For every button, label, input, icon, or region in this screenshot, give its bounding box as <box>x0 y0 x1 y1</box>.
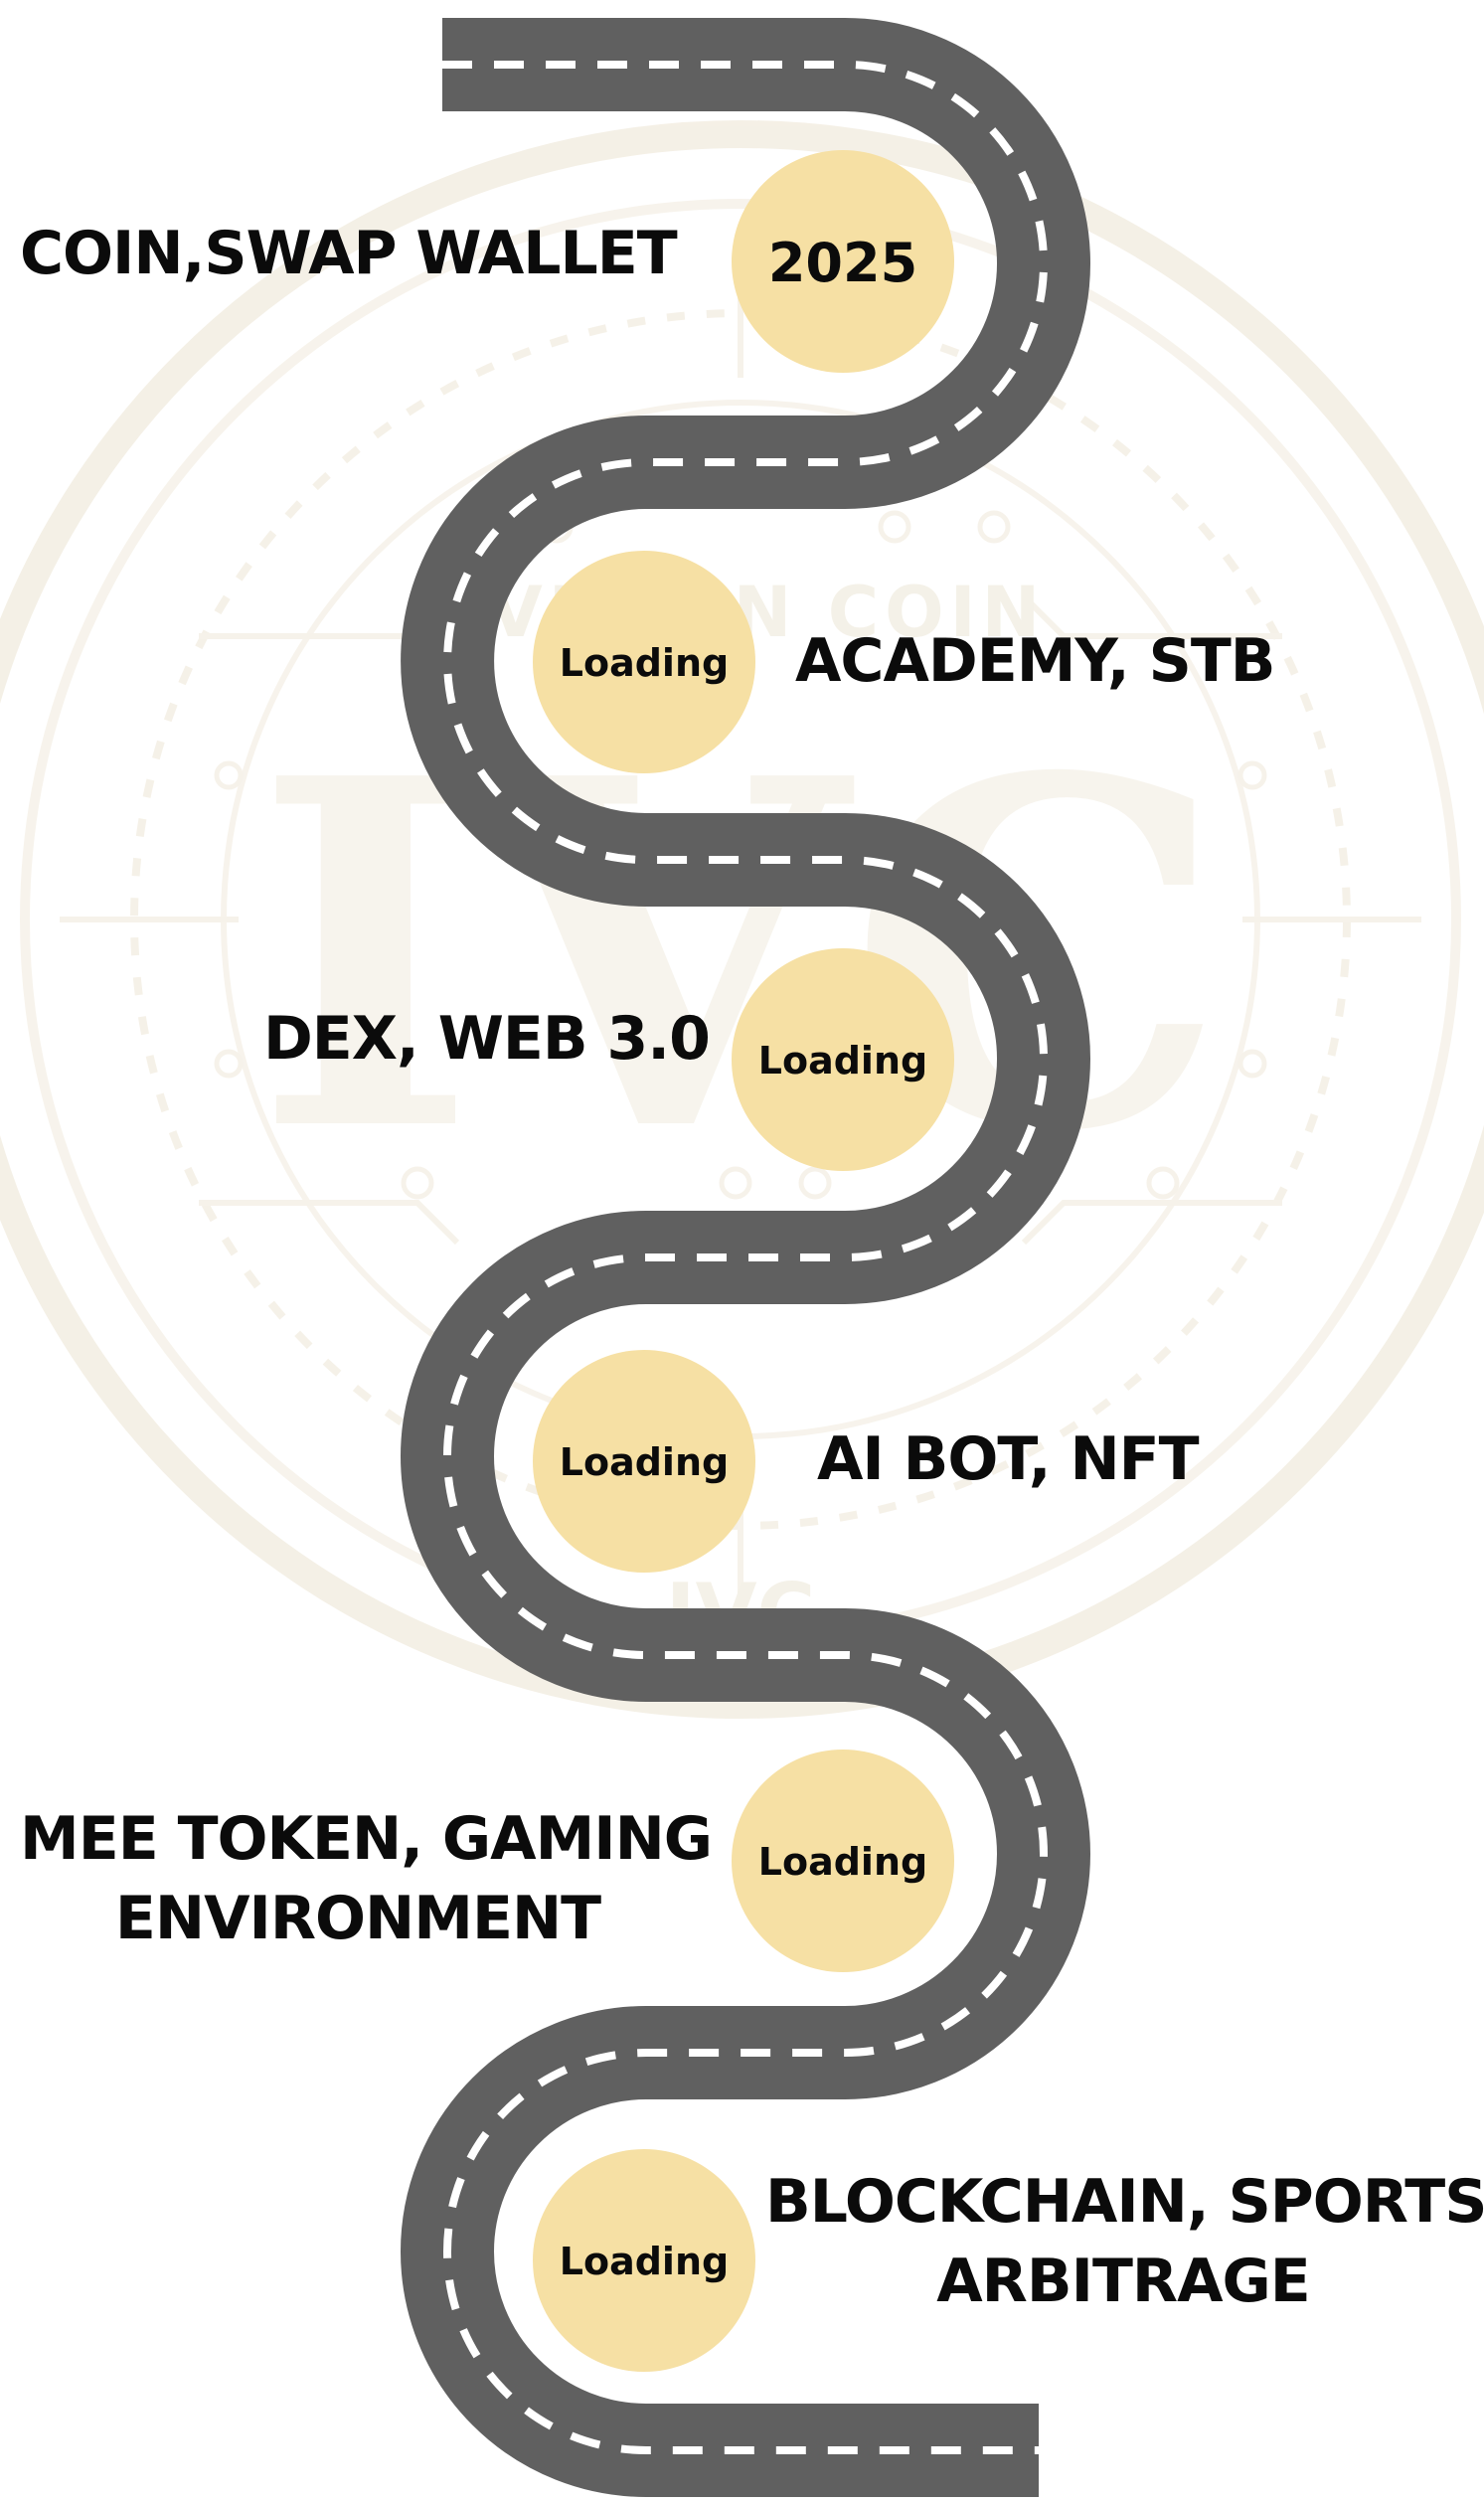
milestone-circle <box>732 150 954 373</box>
milestone-label-line: BLOCKCHAIN, SPORTS <box>765 2167 1484 2237</box>
milestone-circle <box>732 948 954 1171</box>
road-asphalt <box>401 18 1090 2497</box>
milestone-circle <box>533 2149 755 2372</box>
milestone-label: AI BOT, NFT <box>817 1419 1314 1499</box>
milestone-label-line: COIN,SWAP WALLET <box>20 219 678 288</box>
milestone-circle <box>533 1350 755 1573</box>
winding-road <box>401 18 1090 2497</box>
milestone-badge: 2025 <box>768 232 917 294</box>
milestone-label: COIN,SWAP WALLET <box>20 214 686 293</box>
milestone-circle <box>732 1750 954 1972</box>
milestone-label: ACADEMY, STB <box>795 621 1441 701</box>
milestone-label: BLOCKCHAIN, SPORTS ARBITRAGE <box>765 2162 1484 2321</box>
coin-outer-ring <box>0 120 1484 1719</box>
road-center-dashes <box>442 61 1048 2454</box>
milestone-badge: Loading <box>560 641 729 685</box>
milestone-label-line: DEX, WEB 3.0 <box>263 1004 711 1074</box>
watermark-main-text: IVC <box>254 676 1228 1237</box>
milestone-badge: Loading <box>758 1840 927 1884</box>
milestone-badge: Loading <box>560 1440 729 1484</box>
milestone-badge: Loading <box>758 1039 927 1083</box>
milestone-label: DEX, WEB 3.0 <box>263 999 711 1079</box>
milestone-label: MEE TOKEN, GAMING ENVIRONMENT <box>20 1799 713 1958</box>
milestone-circle <box>533 551 755 773</box>
milestone-label-line: MEE TOKEN, GAMING <box>20 1804 713 1874</box>
milestone-label-line: AI BOT, NFT <box>817 1424 1200 1494</box>
milestone-label-line: ARBITRAGE <box>936 2247 1311 2316</box>
milestone-label-line: ACADEMY, STB <box>795 626 1275 696</box>
milestone-badge: Loading <box>560 2240 729 2283</box>
milestone-label-line: ENVIRONMENT <box>114 1884 601 1953</box>
